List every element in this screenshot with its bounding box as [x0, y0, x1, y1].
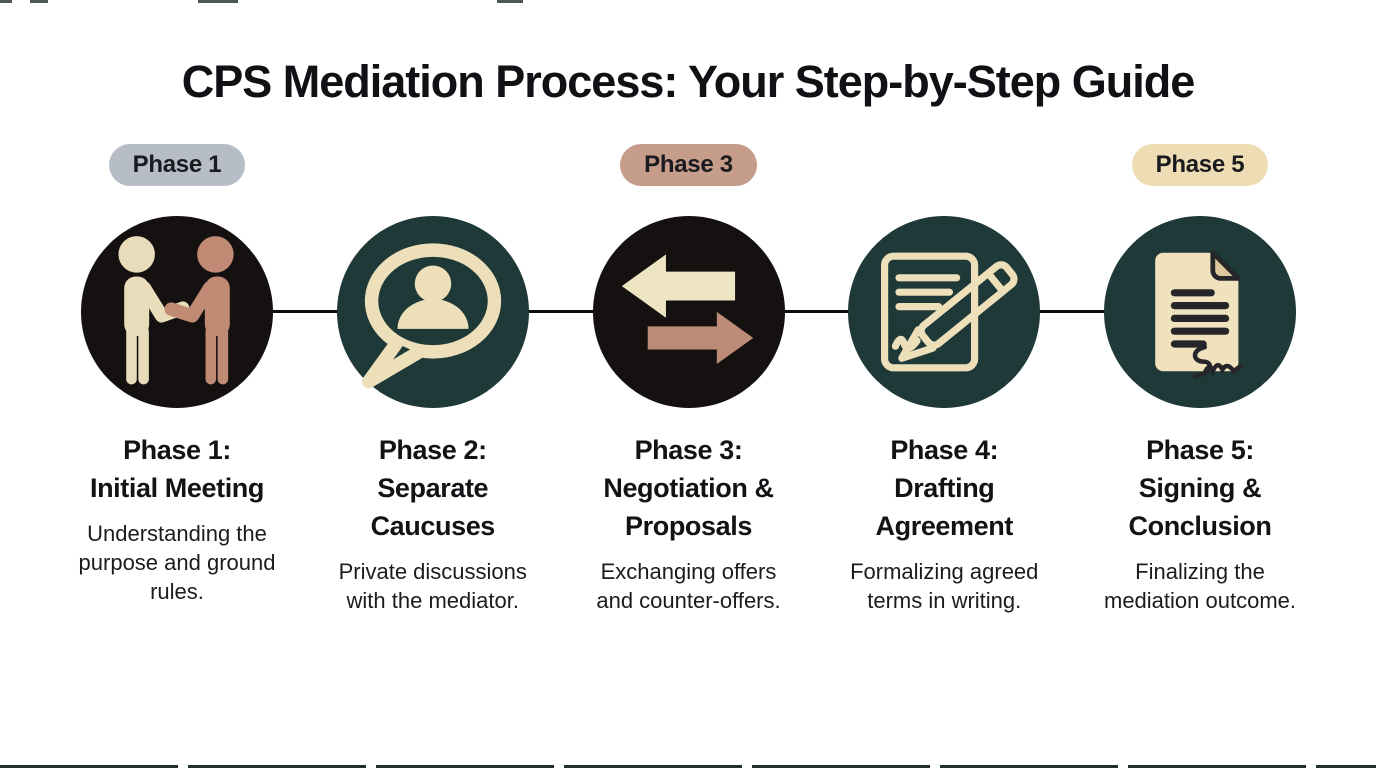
phase-2-circle	[336, 216, 529, 408]
phase-3-badge: Phase 3	[620, 144, 757, 186]
badge-slot: Phase 3	[620, 144, 757, 186]
phase-1-badge: Phase 1	[108, 144, 246, 186]
phase-1-description: Understanding the purpose and ground rul…	[78, 521, 276, 604]
phase-5-badge: Phase 5	[1131, 144, 1269, 186]
phase-column-3: Phase 3 Phase 3: Negotiation & Proposals…	[563, 144, 815, 615]
phase-5-title: Phase 5: Signing & Conclusion	[1128, 435, 1272, 541]
handshake-icon	[118, 236, 234, 385]
signed-document-icon	[1155, 250, 1243, 379]
phase-1-title: Phase 1: Initial Meeting	[89, 435, 264, 503]
phase-3-circle	[592, 216, 785, 408]
badge-slot: Phase 1	[108, 144, 246, 186]
phase-column-1: Phase 1	[51, 144, 303, 615]
phase-3-description: Exchanging offers and counter-offers.	[596, 559, 781, 613]
document-pen-icon	[881, 252, 1018, 372]
phase-5-circle	[1104, 216, 1296, 408]
chat-person-icon	[361, 242, 501, 388]
phase-4-title: Phase 4: Drafting Agreement	[875, 435, 1014, 541]
top-edge-artifact	[497, 0, 523, 3]
phases-row: Phase 1	[51, 144, 1326, 615]
phase-3-title: Phase 3: Negotiation & Proposals	[603, 435, 774, 541]
top-edge-artifact	[30, 0, 48, 3]
phase-column-4: Phase 4: Drafting Agreement Formalizing …	[818, 144, 1070, 615]
phase-column-5: Phase 5 Phase 5: S	[1074, 144, 1326, 615]
phase-4-description: Formalizing agreed terms in writing.	[850, 559, 1039, 613]
exchange-arrows-icon	[621, 254, 763, 376]
bottom-edge-artifact	[0, 765, 1376, 768]
page-title: CPS Mediation Process: Your Step-by-Step…	[181, 56, 1196, 107]
phase-2-description: Private discussions with the mediator.	[338, 559, 527, 613]
phase-1-circle	[81, 216, 273, 408]
phase-4-circle	[848, 216, 1041, 408]
phase-column-2: Phase 2: Separate Caucuses Private discu…	[307, 144, 559, 615]
phase-2-title: Phase 2: Separate Caucuses	[370, 435, 496, 541]
top-edge-artifact	[0, 0, 12, 3]
top-edge-artifact	[198, 0, 238, 3]
badge-slot: Phase 5	[1131, 144, 1269, 186]
phase-5-description: Finalizing the mediation outcome.	[1104, 559, 1296, 613]
